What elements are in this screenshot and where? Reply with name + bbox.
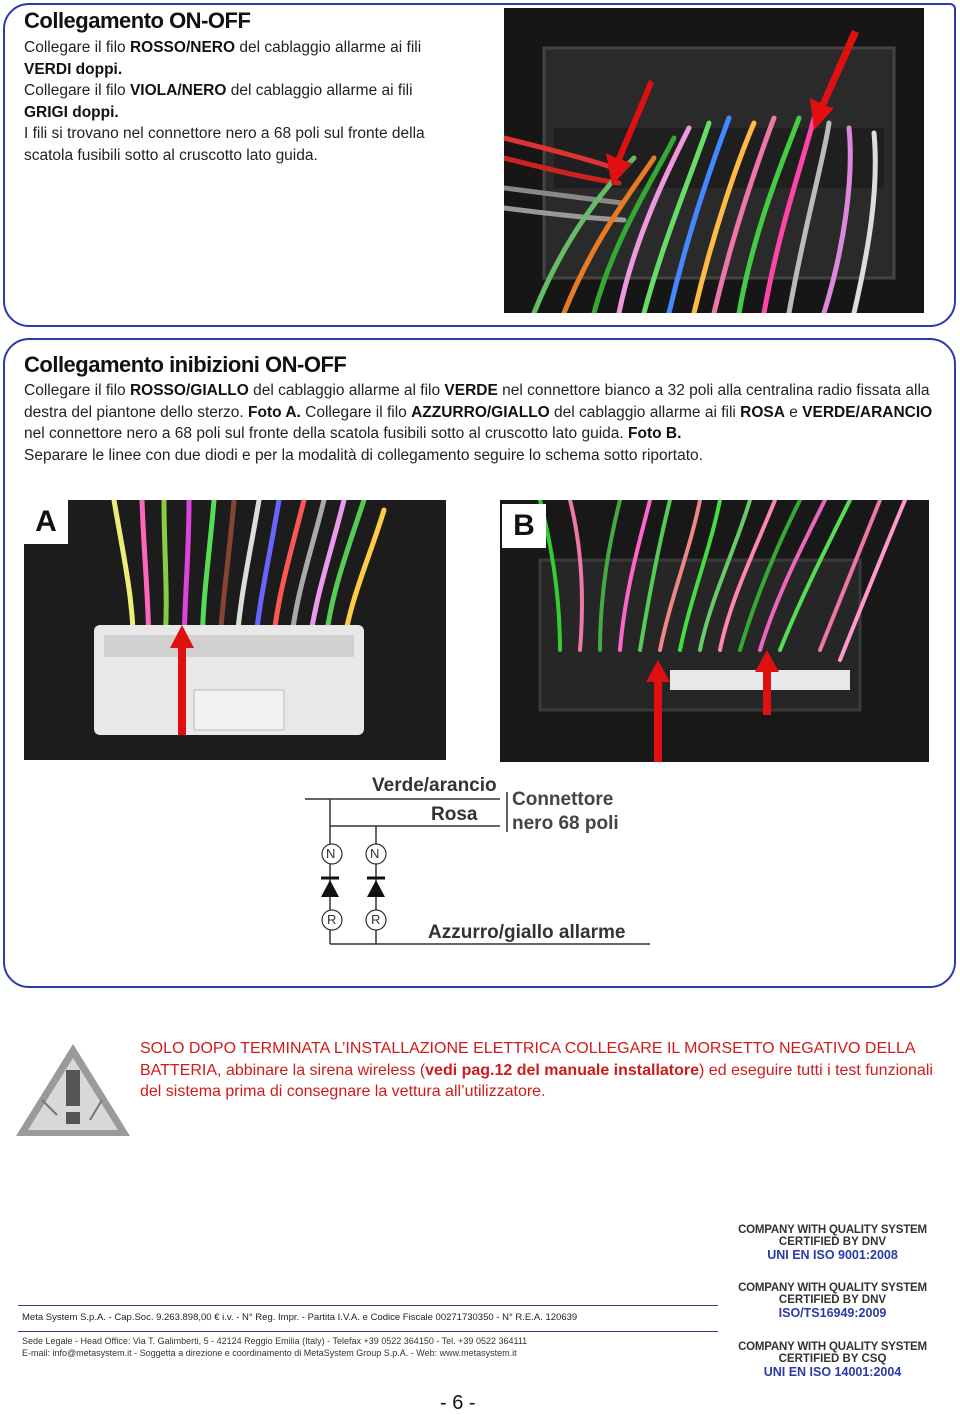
wiring-diagram: Verde/arancio Rosa Connettore nero 68 po…: [300, 772, 660, 952]
warning-text: SOLO DOPO TERMINATA L’INSTALLAZIONE ELET…: [140, 1040, 933, 1100]
wire-label-verde-arancio: Verde/arancio: [372, 775, 497, 796]
footer-address-2: E-mail: info@metasystem.it - Soggetta a …: [22, 1348, 517, 1358]
diode-n-right: N: [370, 846, 380, 861]
footer-divider: [18, 1305, 718, 1306]
connector-label: Connettore nero 68 poli: [512, 789, 619, 834]
warning-icon: [12, 1040, 134, 1140]
wire-label-azzurro-giallo: Azzurro/giallo allarme: [428, 922, 626, 943]
footer-company: Meta System S.p.A. - Cap.Soc. 9.263.898,…: [22, 1312, 578, 1323]
diode-r-left: R: [327, 912, 337, 927]
photo-a-white-connector: A: [24, 500, 446, 760]
photo-b-black-connector: B: [500, 500, 929, 762]
diode-r-right: R: [371, 912, 381, 927]
section-inhibit-title: Collegamento inibizioni ON-OFF: [24, 352, 347, 377]
cert-iso-14001: COMPANY WITH QUALITY SYSTEM CERTIFIED BY…: [738, 1341, 927, 1379]
diode-n-left: N: [326, 846, 336, 861]
cert-iso-9001: COMPANY WITH QUALITY SYSTEM CERTIFIED BY…: [738, 1224, 927, 1262]
connector-68-photo: [504, 8, 924, 313]
section-inhibit-text: Collegare il filo ROSSO/GIALLO del cabla…: [24, 382, 933, 464]
photo-b-label: B: [502, 504, 546, 548]
section-on-off-text: Collegare il filo ROSSO/NERO del cablagg…: [24, 39, 425, 164]
section-on-off-title: Collegamento ON-OFF: [24, 8, 251, 33]
footer-divider-2: [18, 1331, 718, 1332]
photo-a-label: A: [24, 500, 68, 544]
footer-address-1: Sede Legale - Head Office: Via T. Galimb…: [22, 1336, 528, 1346]
cert-iso-ts16949: COMPANY WITH QUALITY SYSTEM CERTIFIED BY…: [738, 1282, 927, 1320]
wire-label-rosa: Rosa: [431, 804, 478, 825]
page-number: - 6 -: [440, 1392, 476, 1414]
